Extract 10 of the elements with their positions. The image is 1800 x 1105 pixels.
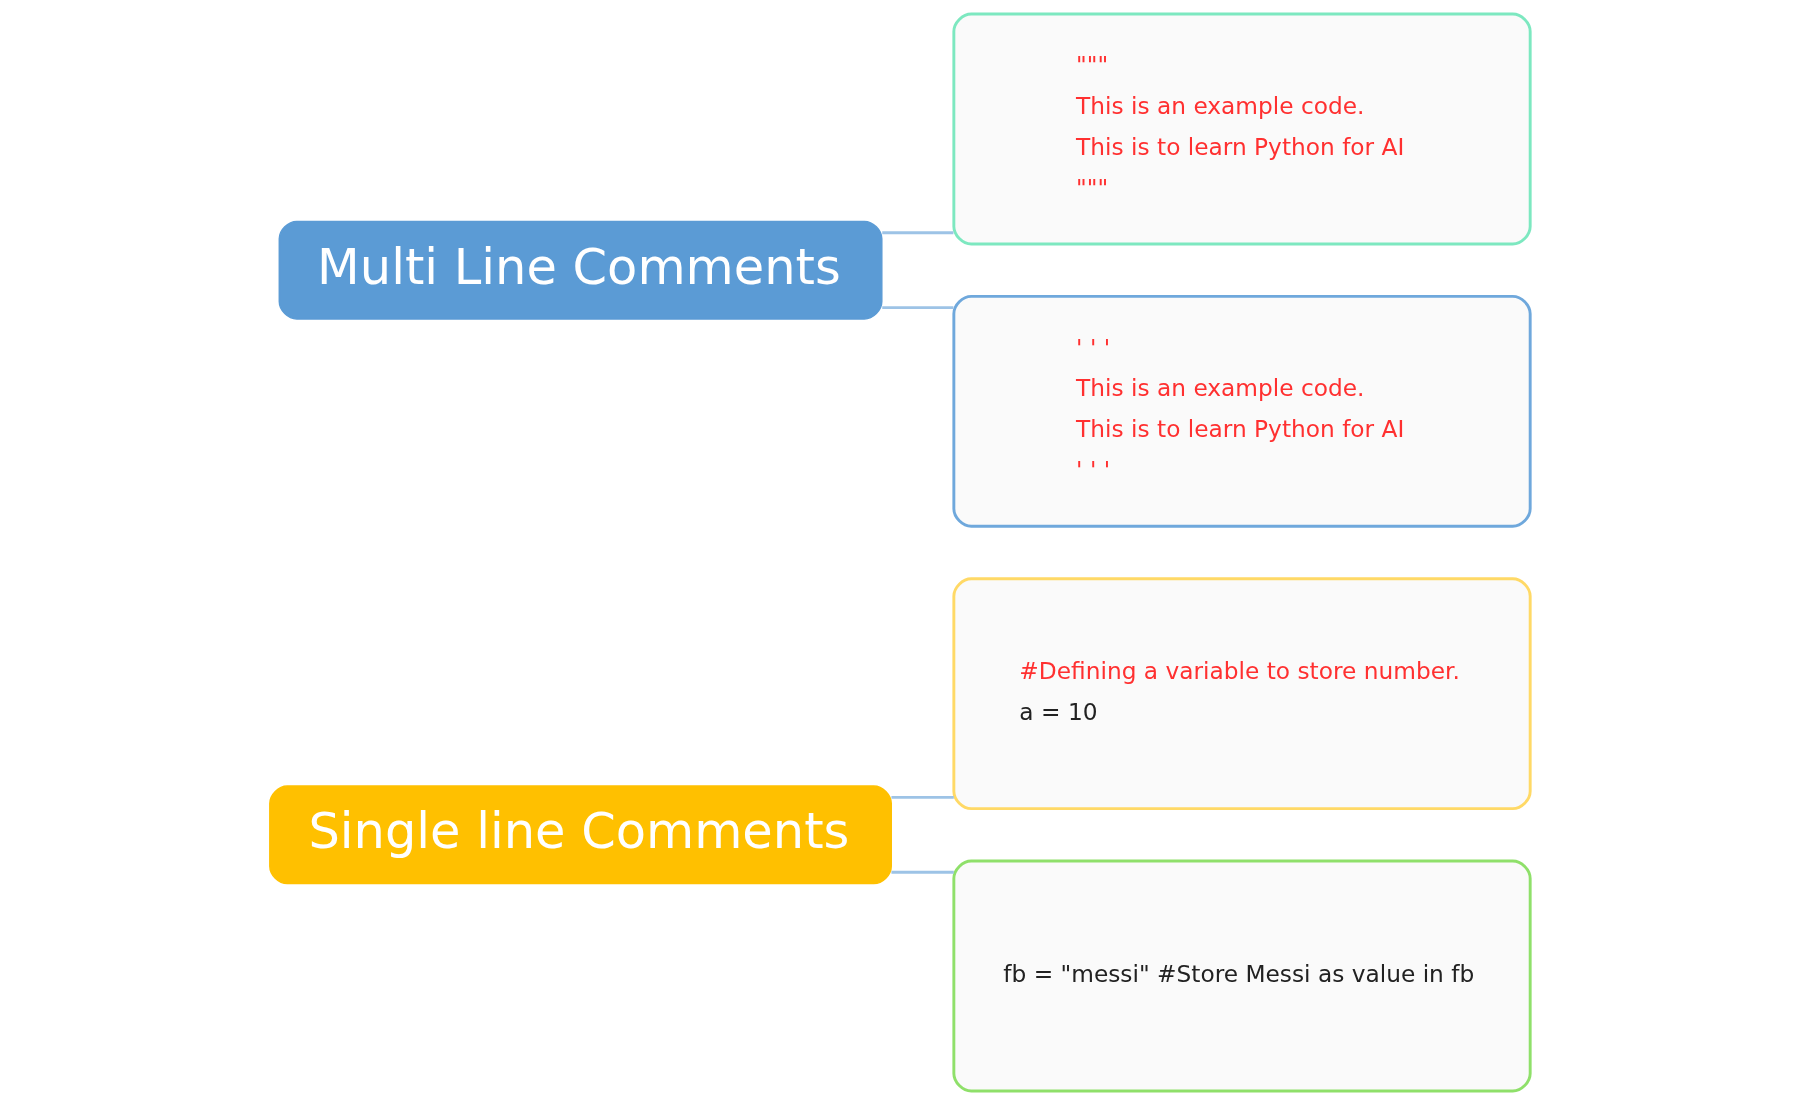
- connector: [891, 870, 954, 874]
- connector: [882, 231, 954, 235]
- node-box: """ This is an example code. This is to learn Python for AI """: [952, 12, 1532, 246]
- node-box: Multi Line Comments: [278, 220, 883, 320]
- node-box: #Defining a variable to store number. a = 10: [952, 577, 1532, 811]
- node-box: Single line Comments: [269, 785, 892, 885]
- connector: [891, 795, 954, 799]
- connector: [882, 306, 954, 310]
- node-box: ' ' ' This is an example code. This is to learn Python for AI ' ' ': [952, 294, 1532, 528]
- node-box: fb = "messi" #Store Messi as value in fb: [952, 859, 1532, 1093]
